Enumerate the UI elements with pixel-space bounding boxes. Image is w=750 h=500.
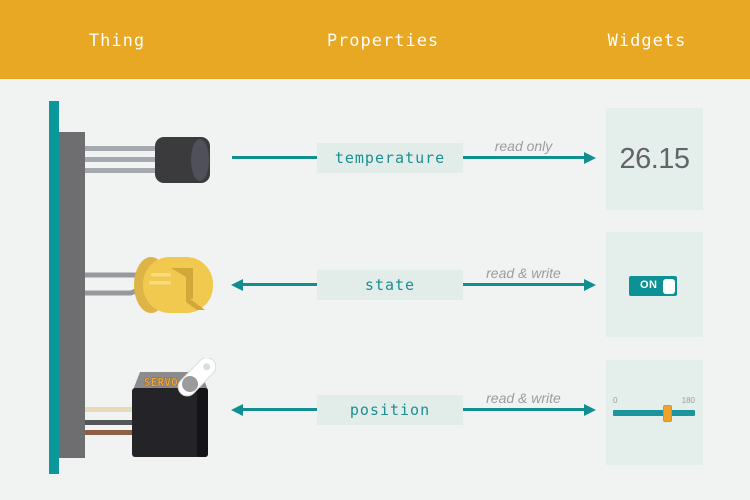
property-box-temperature: temperature (317, 143, 463, 173)
widget-slider-box: 0 180 (606, 360, 703, 465)
toggle-switch[interactable]: ON (629, 276, 677, 296)
property-box-state: state (317, 270, 463, 300)
arrowhead-right-temperature (584, 152, 596, 164)
column-title-thing: Thing (88, 31, 146, 51)
arrow-line-temperature-left (232, 156, 317, 159)
sensor-body-highlight (191, 139, 209, 181)
led-highlight (151, 273, 171, 277)
servo-wire-signal (85, 420, 133, 425)
slider-min-label: 0 (613, 396, 618, 405)
servo-body-shadow (197, 388, 208, 457)
access-label-position: read & write (486, 390, 561, 406)
servo-body (132, 388, 208, 457)
servo-motor: SERVO (85, 358, 217, 457)
led-highlight (149, 281, 171, 285)
board-edge-rail (49, 101, 59, 474)
toggle-state-label: ON (640, 279, 658, 291)
arrow-line-state-left (242, 283, 317, 286)
slider-max-label: 180 (681, 396, 695, 405)
access-label-state: read & write (486, 265, 561, 281)
widget-toggle-box: ON (606, 232, 703, 337)
arrowhead-left-state (231, 279, 243, 291)
arrowhead-left-position (231, 404, 243, 416)
property-box-position: position (317, 395, 463, 425)
breadboard-column (59, 132, 85, 458)
arrow-line-position-right (463, 408, 584, 411)
servo-wire-power (85, 407, 133, 412)
slider-track[interactable] (613, 404, 695, 422)
slider-handle[interactable] (663, 404, 673, 422)
arrowhead-right-position (584, 404, 596, 416)
arrow-line-state-right (463, 283, 584, 286)
arrowhead-right-state (584, 279, 596, 291)
sensor-lead-wire (85, 157, 165, 162)
widget-value-box: 26.15 (606, 108, 703, 210)
property-label-state: state (364, 276, 416, 294)
column-title-properties: Properties (326, 31, 440, 51)
led (85, 257, 213, 313)
arrow-line-position-left (242, 408, 317, 411)
temperature-value: 26.15 (619, 142, 690, 175)
sensor-lead-wire (85, 168, 165, 173)
access-label-temperature: read only (494, 138, 553, 154)
led-chip-glyph (171, 268, 193, 299)
temperature-sensor (85, 137, 210, 183)
servo-wire-ground (85, 430, 133, 435)
property-label-temperature: temperature (334, 149, 446, 167)
servo-label: SERVO (144, 377, 178, 389)
led-chip-glyph (186, 296, 205, 310)
toggle-knob[interactable] (663, 278, 675, 294)
arrow-line-temperature-right (463, 156, 584, 159)
property-label-position: position (349, 401, 431, 419)
servo-horn-hub (182, 376, 198, 392)
led-bulb (143, 257, 213, 313)
sensor-lead-wire (85, 146, 165, 151)
column-title-widgets: Widgets (607, 31, 687, 51)
header-bar: Thing Properties Widgets (0, 0, 750, 79)
